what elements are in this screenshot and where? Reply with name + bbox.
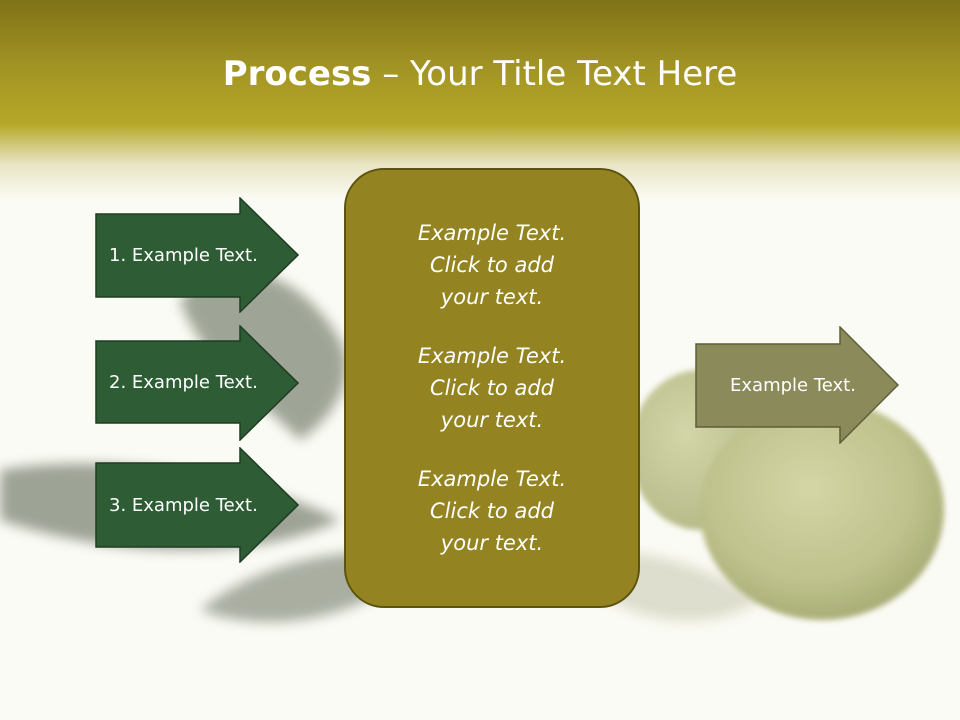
center-text-box[interactable]: Example Text. Click to add your text. Ex…	[344, 168, 640, 608]
step-arrow-1[interactable]: 1. Example Text.	[95, 197, 299, 313]
step-label: 1. Example Text.	[109, 245, 258, 266]
arrow-shape	[95, 325, 299, 441]
slide-title: Process – Your Title Text Here	[0, 52, 960, 96]
step-arrow-2[interactable]: 2. Example Text.	[95, 325, 299, 441]
step-arrow-3[interactable]: 3. Example Text.	[95, 447, 299, 563]
title-rest-part: – Your Title Text Here	[371, 54, 738, 94]
arrow-shape	[95, 447, 299, 563]
result-label: Example Text.	[730, 375, 856, 396]
center-text-block-2: Example Text. Click to add your text.	[417, 344, 567, 432]
center-text-block-1: Example Text. Click to add your text.	[417, 221, 567, 309]
title-bold-part: Process	[222, 54, 372, 94]
step-label: 3. Example Text.	[109, 494, 258, 516]
result-arrow[interactable]: Example Text.	[695, 326, 899, 444]
arrow-shape	[695, 326, 899, 444]
header-band	[0, 0, 960, 200]
arrow-shape	[95, 197, 299, 313]
step-label: 2. Example Text.	[109, 371, 258, 393]
center-text-block-3: Example Text. Click to add your text.	[417, 467, 567, 555]
